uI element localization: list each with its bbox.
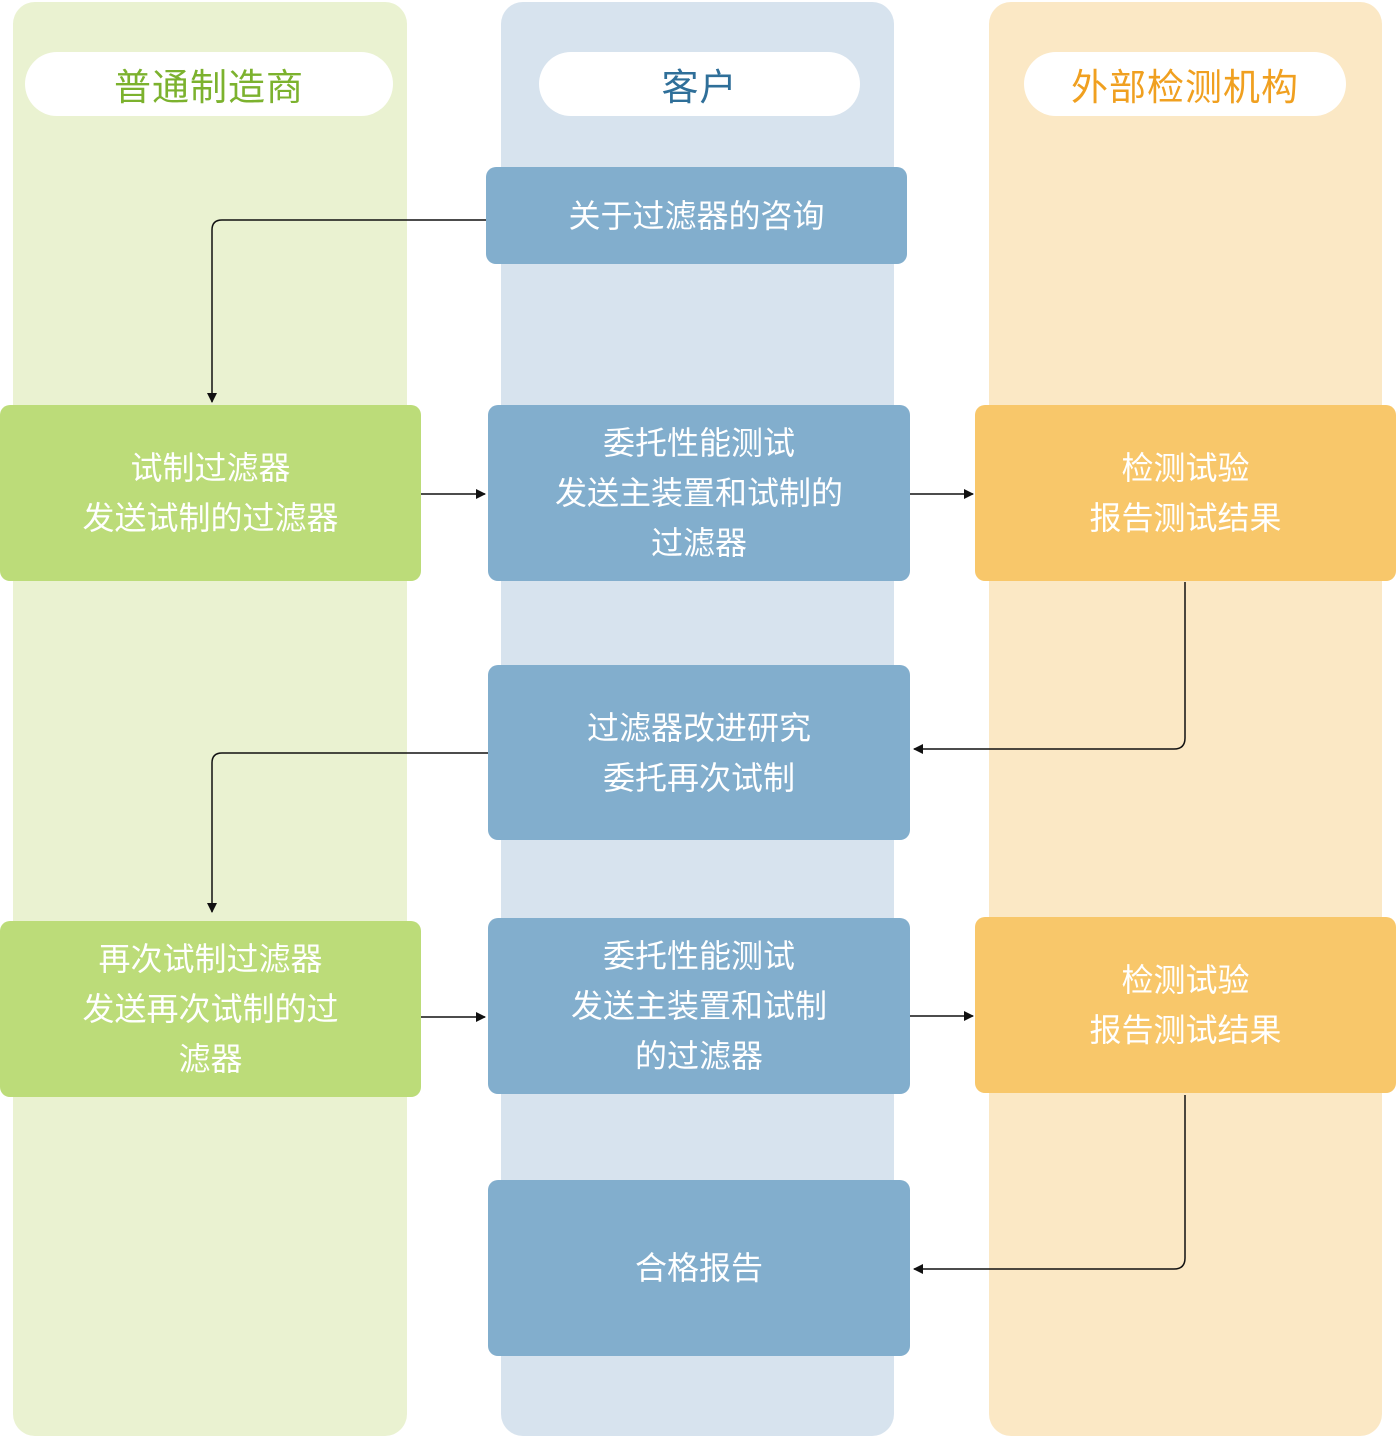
step-pass-report: 合格报告 bbox=[488, 1180, 910, 1356]
step-improve: 过滤器改进研究 委托再次试制 bbox=[488, 665, 910, 840]
step-commission-test-2: 委托性能测试 发送主装置和试制 的过滤器 bbox=[488, 918, 910, 1094]
lane-header-lab: 外部检测机构 bbox=[1024, 52, 1346, 116]
lane-header-manufacturer: 普通制造商 bbox=[25, 52, 393, 116]
step-trial-make: 试制过滤器 发送试制的过滤器 bbox=[0, 405, 421, 581]
step-lab-test-2: 检测试验 报告测试结果 bbox=[975, 917, 1396, 1093]
lane-header-customer: 客户 bbox=[539, 52, 860, 116]
lane-manufacturer bbox=[13, 2, 407, 1436]
step-inquiry: 关于过滤器的咨询 bbox=[486, 167, 907, 264]
step-commission-test-1: 委托性能测试 发送主装置和试制的 过滤器 bbox=[488, 405, 910, 581]
step-lab-test-1: 检测试验 报告测试结果 bbox=[975, 405, 1396, 581]
lane-lab bbox=[989, 2, 1382, 1436]
step-retrial-make: 再次试制过滤器 发送再次试制的过 滤器 bbox=[0, 921, 421, 1097]
